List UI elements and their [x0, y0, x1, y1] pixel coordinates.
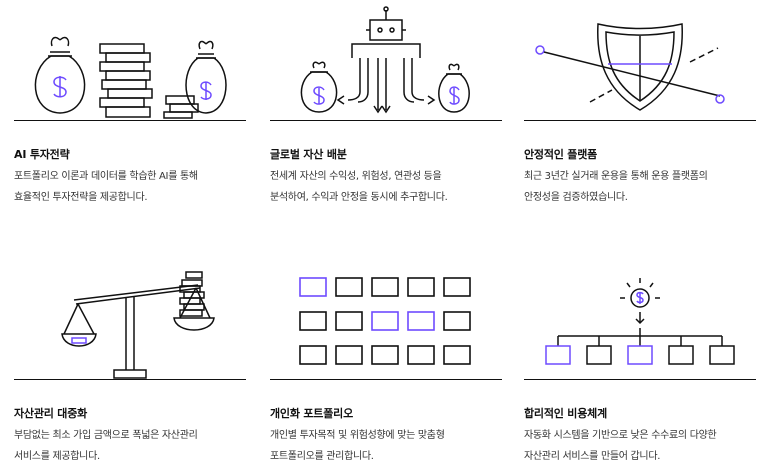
- shield-icon: [535, 23, 725, 111]
- divider: [524, 120, 756, 121]
- card-description: 전세계 자산의 수익성, 위험성, 연관성 등을 분석하여, 수익과 안정을 동…: [270, 171, 448, 203]
- card-description: 자동화 시스템을 기반으로 낮은 수수료의 다양한 자산관리 서비스를 만들어 …: [524, 430, 717, 462]
- divider: [14, 379, 246, 380]
- card-title: 안정적인 플랫폼: [524, 148, 598, 161]
- card-title: 합리적인 비용체계: [524, 407, 607, 420]
- divider: [14, 120, 246, 121]
- card-title: 자산관리 대중화: [14, 407, 88, 420]
- card-description: 최근 3년간 실거래 운용을 통해 운용 플랫폼의 안정성을 검증하였습니다.: [524, 171, 708, 203]
- robot-distributing-assets-icon: [300, 6, 470, 114]
- divider: [270, 379, 502, 380]
- divider: [524, 379, 756, 380]
- card-description: 포트폴리오 이론과 데이터를 학습한 AI를 통해 효율적인 투자전략을 제공합…: [14, 171, 198, 203]
- card-title: AI 투자전략: [14, 148, 70, 161]
- feature-card-stable-platform: 안정적인 플랫폼 최근 3년간 실거래 운용을 통해 운용 플랫폼의 안정성을 …: [524, 0, 756, 236]
- card-title: 글로벌 자산 배분: [270, 148, 347, 161]
- card-title: 개인화 포트폴리오: [270, 407, 353, 420]
- feature-card-democratization: 자산관리 대중화 부담없는 최소 가입 금액으로 폭넓은 자산관리 서비스를 제…: [14, 258, 246, 473]
- card-description: 부담없는 최소 가입 금액으로 폭넓은 자산관리 서비스를 제공합니다.: [14, 430, 198, 462]
- money-bags-and-coin-stack-icon: [34, 36, 227, 119]
- cost-tree-icon: [545, 278, 735, 365]
- divider: [270, 120, 502, 121]
- feature-card-personalized-portfolio: 개인화 포트폴리오 개인별 투자목적 및 위험성향에 맞는 맞춤형 포트폴리오를…: [270, 258, 502, 473]
- card-description: 개인별 투자목적 및 위험성향에 맞는 맞춤형 포트폴리오를 관리합니다.: [270, 430, 445, 462]
- feature-card-global-allocation: 글로벌 자산 배분 전세계 자산의 수익성, 위험성, 연관성 등을 분석하여,…: [270, 0, 502, 236]
- feature-card-reasonable-cost: 합리적인 비용체계 자동화 시스템을 기반으로 낮은 수수료의 다양한 자산관리…: [524, 258, 756, 473]
- portfolio-grid-icon: [299, 277, 471, 365]
- feature-card-ai-strategy: AI 투자전략 포트폴리오 이론과 데이터를 학습한 AI를 통해 효율적인 투…: [14, 0, 246, 236]
- balance-scale-icon: [61, 271, 215, 379]
